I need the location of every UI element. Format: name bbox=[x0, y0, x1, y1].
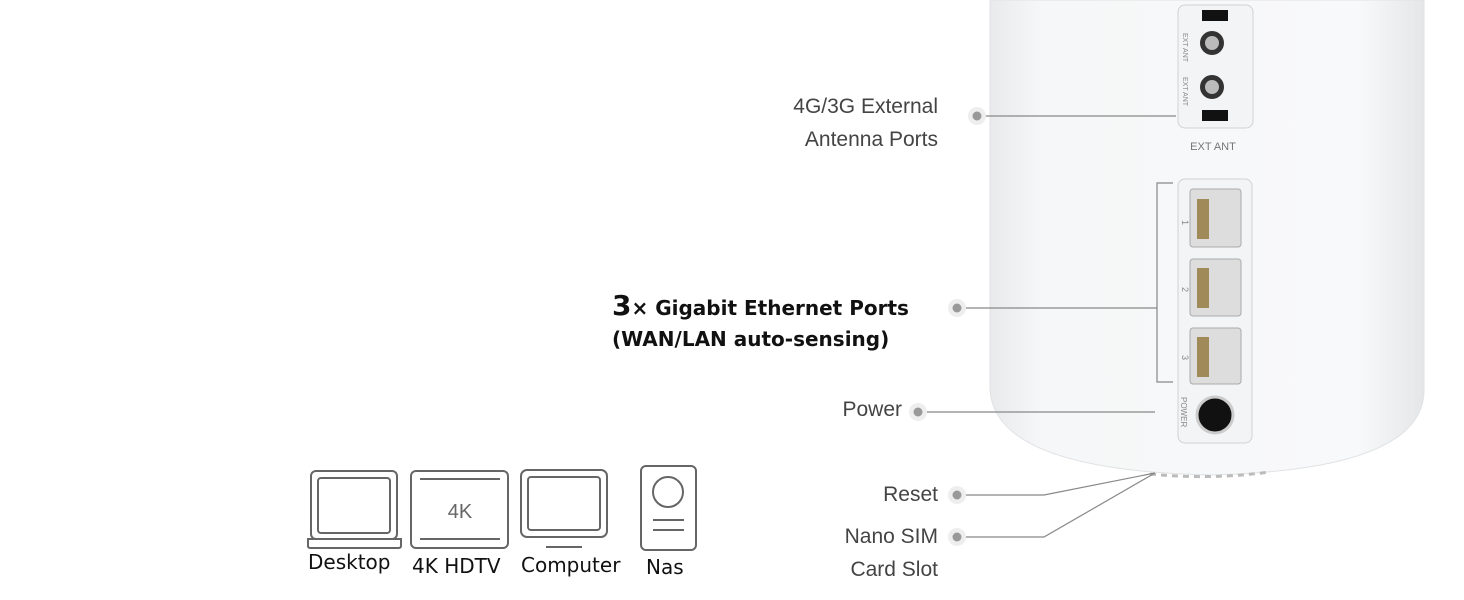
ethernet-port-1 bbox=[1189, 188, 1242, 248]
antenna-ports-callout: 4G/3G External Antenna Ports bbox=[793, 95, 938, 151]
power-port bbox=[1195, 395, 1235, 435]
callout-dots bbox=[909, 107, 986, 546]
ethernet-ports-callout: 3× Gigabit Ethernet Ports (WAN/LAN auto-… bbox=[612, 289, 909, 351]
ext-ant-label: EXT ANT bbox=[1190, 141, 1236, 153]
svg-text:2: 2 bbox=[1180, 287, 1190, 292]
antenna-panel bbox=[1177, 4, 1254, 129]
laptop-icon bbox=[307, 470, 402, 549]
svg-text:EXT ANT: EXT ANT bbox=[1181, 77, 1188, 107]
reset-callout: Reset bbox=[883, 483, 938, 506]
sim-slot-callout: Nano SIM Card Slot bbox=[844, 525, 938, 581]
svg-text:4K: 4K bbox=[448, 501, 473, 523]
svg-text:1: 1 bbox=[1180, 220, 1190, 225]
port-panel bbox=[1177, 178, 1253, 444]
device-label-4k-hdtv: 4K HDTV bbox=[412, 554, 501, 578]
leader-lines bbox=[918, 115, 1176, 538]
ethernet-port-2 bbox=[1189, 258, 1242, 317]
device-label-computer: Computer bbox=[521, 553, 621, 577]
svg-text:POWER: POWER bbox=[1179, 397, 1188, 427]
svg-text:3: 3 bbox=[1180, 355, 1190, 360]
device-icons bbox=[307, 465, 697, 551]
nas-icon bbox=[640, 465, 697, 551]
power-callout: Power bbox=[842, 398, 902, 421]
monitor-icon bbox=[520, 469, 608, 548]
tv-icon bbox=[410, 470, 509, 549]
svg-text:EXT ANT: EXT ANT bbox=[1181, 33, 1188, 63]
ethernet-port-3 bbox=[1189, 327, 1242, 385]
device-label-desktop: Desktop bbox=[308, 550, 391, 574]
device-label-nas: Nas bbox=[646, 555, 684, 579]
